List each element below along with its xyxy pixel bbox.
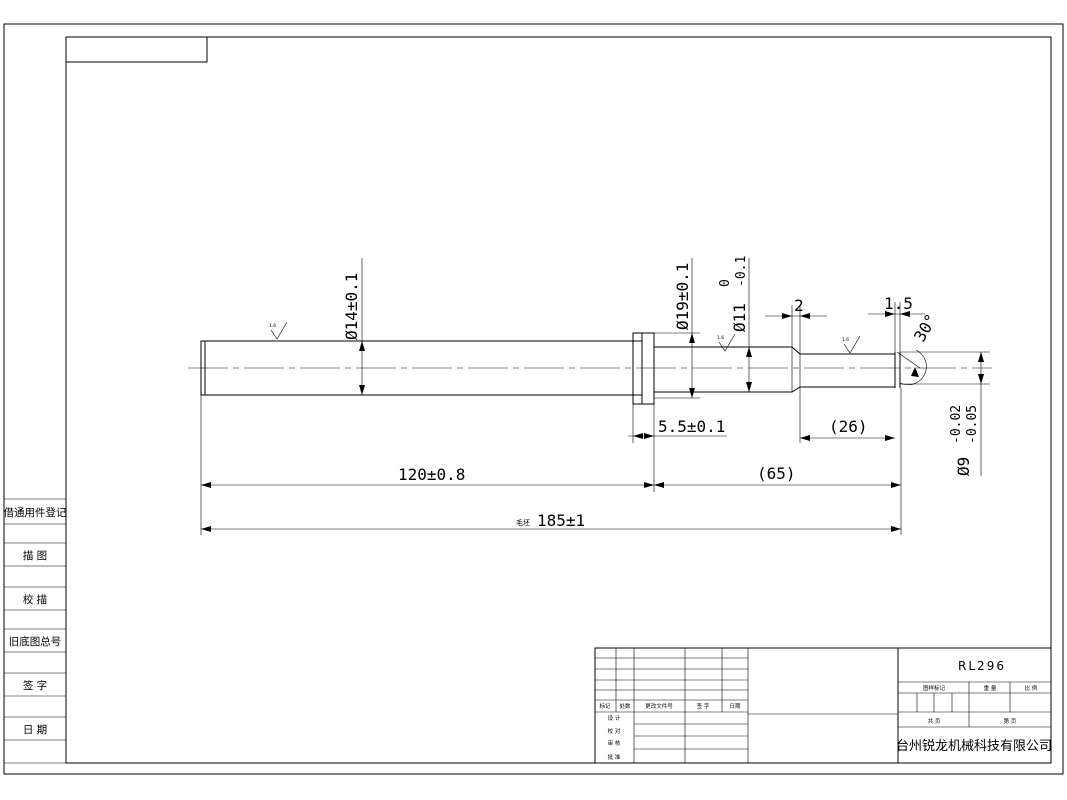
dim-d11: Ø11 0 -0.1 — [718, 256, 752, 392]
svg-text:2: 2 — [794, 296, 804, 315]
rev-header: 签 字 — [697, 702, 710, 710]
weight-label: 重 量 — [984, 684, 997, 692]
dim-chamfer: 30° — [899, 310, 941, 386]
role-label: 审 核 — [608, 739, 621, 747]
svg-text:(65): (65) — [757, 464, 796, 483]
svg-text:毛坯: 毛坯 — [516, 518, 530, 527]
role-label: 批 准 — [608, 753, 621, 761]
rev-header: 标记 — [599, 702, 611, 710]
outer-frame — [3, 23, 1064, 775]
rev-header: 处数 — [619, 702, 631, 710]
title-block: 标记 处数 更改文件号 签 字 日期 设 计 校 对 审 核 批 准 RL296… — [594, 647, 1052, 764]
side-panel-item: 日 期 — [23, 724, 47, 736]
corner-box — [65, 36, 208, 63]
sheet-number-label: 第 页 — [1004, 717, 1017, 725]
drawing-code: RL296 — [958, 659, 1006, 673]
svg-text:1.5: 1.5 — [884, 294, 913, 313]
roughness-symbol: 1.6 — [269, 321, 288, 340]
dim-d14: Ø14±0.1 — [342, 258, 365, 395]
svg-text:5.5±0.1: 5.5±0.1 — [658, 417, 725, 436]
side-panel-item: 签 字 — [23, 679, 47, 692]
dim-len-26: (26) — [799, 387, 895, 443]
roughness-symbol: 1.6 — [717, 333, 736, 352]
side-panel-item: 借通用件登记 — [4, 506, 67, 519]
svg-text:1.6: 1.6 — [717, 335, 724, 341]
inner-frame — [65, 36, 1052, 764]
svg-text:1.6: 1.6 — [269, 323, 276, 329]
svg-text:(26): (26) — [829, 417, 868, 436]
dim-d9: Ø9 -0.02 -0.05 — [900, 351, 990, 476]
mark-label: 图样标记 — [923, 684, 946, 692]
dim-len-185: 毛坯 185±1 — [201, 511, 901, 532]
svg-text:1.6: 1.6 — [842, 337, 849, 343]
side-panel-item: 描 图 — [23, 549, 47, 562]
dim-len-120: 120±0.8 — [200, 388, 902, 535]
dim-width-1-5: 1.5 — [868, 294, 925, 352]
svg-text:Ø11: Ø11 — [730, 303, 749, 332]
total-sheets-label: 共 页 — [928, 717, 941, 725]
side-panel: 借通用件登记 描 图 校 描 旧底图总号 签 字 日 期 — [4, 498, 67, 741]
svg-text:Ø14±0.1: Ø14±0.1 — [342, 273, 361, 340]
side-panel-item: 旧底图总号 — [9, 635, 62, 648]
roughness-symbol: 1.6 — [842, 335, 861, 354]
svg-text:185±1: 185±1 — [537, 511, 585, 530]
role-label: 设 计 — [608, 714, 621, 722]
rev-header: 日期 — [729, 703, 741, 710]
dim-width-2: 2 — [765, 296, 827, 354]
dim-len-5-5: 5.5±0.1 — [628, 404, 727, 443]
svg-text:0: 0 — [718, 279, 733, 287]
dim-len-65: (65) — [654, 464, 901, 488]
svg-text:Ø19±0.1: Ø19±0.1 — [673, 263, 692, 330]
rev-header: 更改文件号 — [645, 702, 673, 710]
svg-text:30°: 30° — [910, 310, 941, 345]
scale-label: 比 例 — [1025, 684, 1038, 692]
svg-text:-0.05: -0.05 — [965, 405, 980, 444]
svg-text:-0.1: -0.1 — [734, 256, 749, 287]
side-panel-item: 校 描 — [23, 593, 47, 606]
company-name: 台州锐龙机械科技有限公司 — [896, 739, 1052, 754]
svg-text:120±0.8: 120±0.8 — [398, 465, 465, 484]
part-outline — [188, 332, 992, 405]
svg-text:Ø9: Ø9 — [954, 457, 973, 476]
dim-d19: Ø19±0.1 — [654, 258, 700, 399]
role-label: 校 对 — [608, 727, 621, 735]
svg-text:-0.02: -0.02 — [949, 405, 964, 444]
